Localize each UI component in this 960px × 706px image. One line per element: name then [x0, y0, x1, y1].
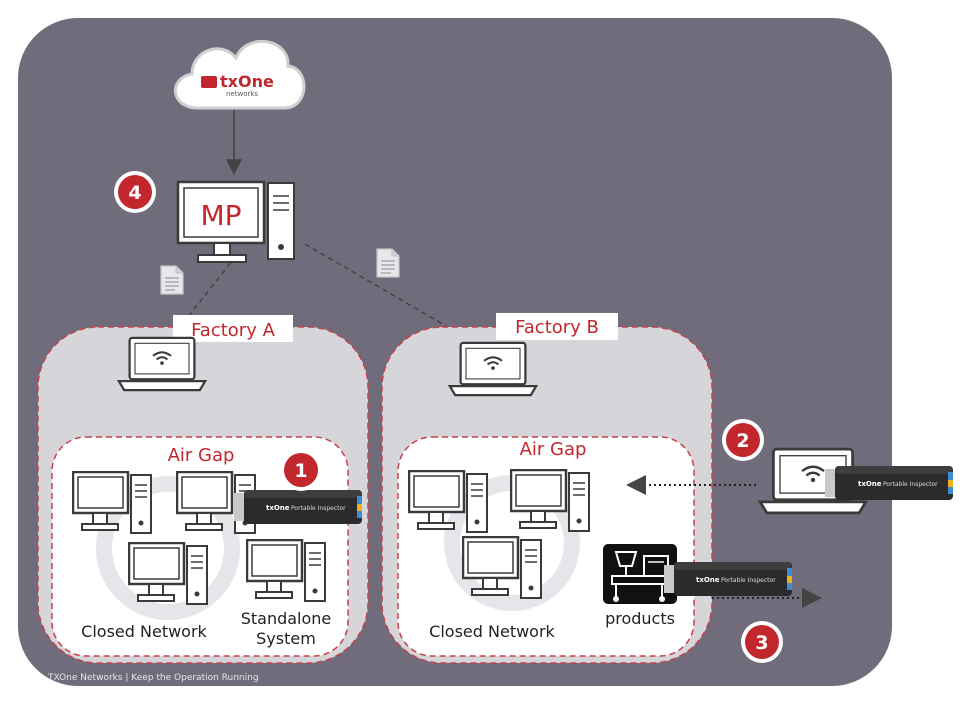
document-icon	[376, 248, 400, 278]
mp-to-factory-a-line	[175, 255, 237, 333]
cloud-brand: txOne	[220, 72, 274, 91]
svg-text:Portable Inspector: Portable Inspector	[721, 577, 776, 584]
standalone-label-2: System	[256, 629, 316, 648]
mp-to-factory-b-line	[304, 243, 471, 341]
svg-text:2: 2	[736, 430, 749, 452]
factory-a-air-gap-label: Air Gap	[168, 445, 235, 466]
usb-stick-icon: txOne Portable Inspector	[234, 490, 362, 524]
svg-text:txOne: txOne	[266, 504, 290, 512]
svg-text:Portable Inspector: Portable Inspector	[291, 505, 346, 512]
network-ring	[96, 476, 240, 620]
desktop-computer-icon	[128, 542, 209, 606]
factory-a-zone: Factory A Air Gap Closed Network Standal…	[37, 315, 369, 664]
laptop-wifi-icon	[117, 336, 207, 392]
cloud-icon: txOne networks	[174, 39, 306, 110]
document-icon	[160, 265, 184, 295]
svg-text:1: 1	[294, 460, 307, 482]
desktop-computer-icon	[462, 536, 543, 600]
svg-text:Portable Inspector: Portable Inspector	[883, 481, 938, 488]
desktop-computer-icon	[246, 539, 327, 603]
standalone-label-1: Standalone	[241, 609, 332, 628]
cloud-sub: networks	[226, 90, 258, 98]
usb-stick-icon: txOne Portable Inspector	[664, 562, 792, 596]
svg-text:txOne: txOne	[696, 576, 720, 584]
desktop-computer-icon	[510, 469, 591, 533]
badge-1: 1	[280, 449, 322, 491]
factory-b-closed-network-label: Closed Network	[429, 622, 555, 641]
products-label: products	[605, 609, 675, 628]
mp-computer: MP	[176, 180, 295, 263]
factory-a-closed-network-label: Closed Network	[81, 622, 207, 641]
factory-b-title: Factory B	[515, 317, 599, 338]
machine-icon	[603, 544, 677, 604]
factory-b-air-gap-label: Air Gap	[520, 439, 587, 460]
factory-a-title: Factory A	[191, 320, 275, 341]
factory-b-zone: Factory B Air Gap Closed Network product…	[381, 313, 713, 664]
usb-stick-icon: txOne Portable Inspector	[825, 466, 953, 500]
svg-text:3: 3	[755, 632, 768, 654]
desktop-computer-icon	[408, 470, 489, 534]
badge-2: 2	[722, 419, 764, 461]
badge-3: 3	[741, 621, 783, 663]
footer-text: TXOne Networks | Keep the Operation Runn…	[47, 673, 259, 683]
svg-text:txOne: txOne	[858, 480, 882, 488]
mp-label: MP	[200, 199, 241, 232]
badge-4: 4	[114, 171, 156, 213]
desktop-computer-icon	[72, 471, 153, 535]
svg-text:4: 4	[128, 182, 141, 204]
laptop-wifi-icon	[448, 341, 538, 397]
